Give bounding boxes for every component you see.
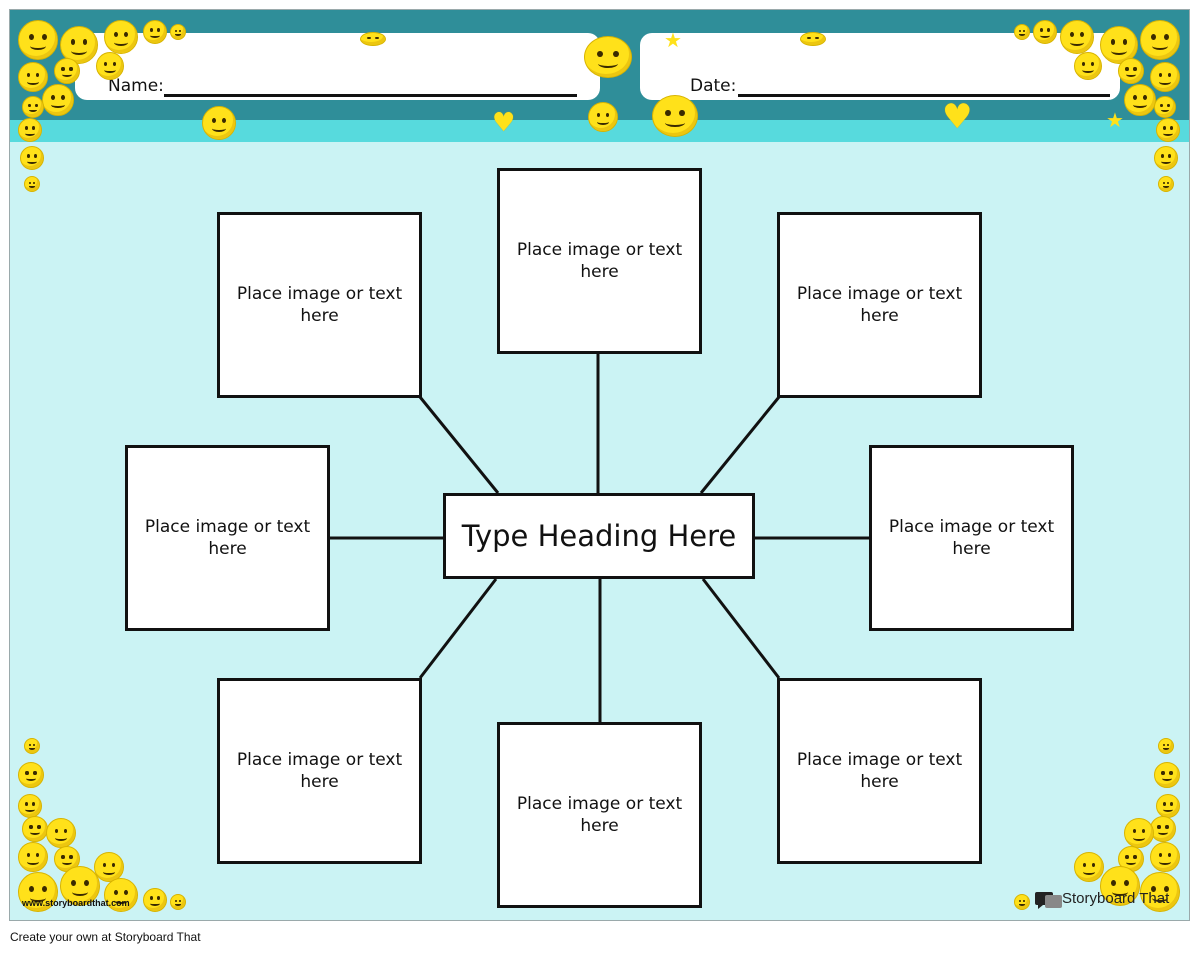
node-bottom-left[interactable]: Place image or text here (217, 678, 422, 864)
smiley-emoji-icon (18, 794, 42, 818)
footer-credit[interactable]: Create your own at Storyboard That (10, 930, 201, 944)
name-input-line[interactable] (164, 94, 577, 97)
smiley-emoji-icon (1060, 20, 1094, 54)
smiley-emoji-icon (1154, 146, 1178, 170)
date-label: Date: (690, 76, 737, 96)
smiley-emoji-icon (1156, 794, 1180, 818)
smiley-emoji-icon (1156, 118, 1180, 142)
smiley-emoji-icon (1140, 20, 1180, 60)
smiley-emoji-icon (652, 95, 698, 137)
name-label: Name: (108, 76, 164, 96)
smiley-emoji-icon (1158, 176, 1174, 192)
smiley-emoji-icon (1150, 842, 1180, 872)
smiley-emoji-icon (20, 146, 44, 170)
heart-icon: ♥ (942, 97, 973, 137)
smiley-emoji-icon (24, 176, 40, 192)
connector-bottom-left (418, 578, 498, 679)
smiley-emoji-icon (1124, 84, 1156, 116)
smiley-emoji-icon (360, 32, 386, 46)
connector-bottom-right (701, 578, 781, 679)
storyboard-that-logo-icon (1035, 892, 1062, 909)
smiley-emoji-icon (1074, 52, 1102, 80)
smiley-emoji-icon (1140, 872, 1180, 912)
smiley-emoji-icon (1118, 58, 1144, 84)
brand-logo-text: Storyboard That (1062, 890, 1170, 907)
heart-icon: ♥ (492, 108, 516, 138)
smiley-emoji-icon (170, 894, 186, 910)
smiley-emoji-icon (1100, 866, 1140, 906)
smiley-emoji-icon (18, 842, 48, 872)
star-icon: ★ (1106, 108, 1124, 132)
smiley-emoji-icon (104, 20, 138, 54)
connector-top-left (418, 396, 500, 494)
smiley-emoji-icon (42, 84, 74, 116)
smiley-emoji-icon (1124, 818, 1154, 848)
smiley-emoji-icon (1074, 852, 1104, 882)
smiley-emoji-icon (1154, 96, 1176, 118)
node-left[interactable]: Place image or text here (125, 445, 330, 631)
smiley-emoji-icon (96, 52, 124, 80)
smiley-emoji-icon (1150, 62, 1180, 92)
smiley-emoji-icon (1014, 24, 1030, 40)
smiley-emoji-icon (60, 866, 100, 906)
smiley-emoji-icon (54, 846, 80, 872)
node-bottom-right[interactable]: Place image or text here (777, 678, 982, 864)
smiley-emoji-icon (18, 872, 58, 912)
smiley-emoji-icon (60, 26, 98, 64)
smiley-emoji-icon (18, 762, 44, 788)
smiley-emoji-icon (170, 24, 186, 40)
node-top-right[interactable]: Place image or text here (777, 212, 982, 398)
smiley-emoji-icon (1154, 762, 1180, 788)
smiley-emoji-icon (1100, 26, 1138, 64)
smiley-emoji-icon (18, 20, 58, 60)
smiley-emoji-icon (1014, 894, 1030, 910)
center-heading[interactable]: Type Heading Here (443, 493, 755, 579)
smiley-emoji-icon (588, 102, 618, 132)
date-input-line[interactable] (738, 94, 1110, 97)
smiley-emoji-icon (202, 106, 236, 140)
smiley-emoji-icon (800, 32, 826, 46)
node-top-left[interactable]: Place image or text here (217, 212, 422, 398)
smiley-emoji-icon (18, 118, 42, 142)
smiley-emoji-icon (54, 58, 80, 84)
smiley-emoji-icon (22, 816, 48, 842)
date-field-box (640, 33, 1120, 100)
name-field-box (75, 33, 600, 100)
site-url-watermark: www.storyboardthat.com (22, 898, 130, 908)
smiley-emoji-icon (584, 36, 632, 78)
smiley-emoji-icon (143, 20, 167, 44)
node-right[interactable]: Place image or text here (869, 445, 1074, 631)
smiley-emoji-icon (1033, 20, 1057, 44)
smiley-emoji-icon (22, 96, 44, 118)
smiley-emoji-icon (1150, 816, 1176, 842)
smiley-emoji-icon (1158, 738, 1174, 754)
smiley-emoji-icon (18, 62, 48, 92)
node-bottom[interactable]: Place image or text here (497, 722, 702, 908)
connector-top-right (699, 396, 781, 494)
smiley-emoji-icon (143, 888, 167, 912)
smiley-emoji-icon (104, 878, 138, 912)
smiley-emoji-icon (46, 818, 76, 848)
smiley-emoji-icon (24, 738, 40, 754)
node-top[interactable]: Place image or text here (497, 168, 702, 354)
star-icon: ★ (664, 28, 682, 52)
